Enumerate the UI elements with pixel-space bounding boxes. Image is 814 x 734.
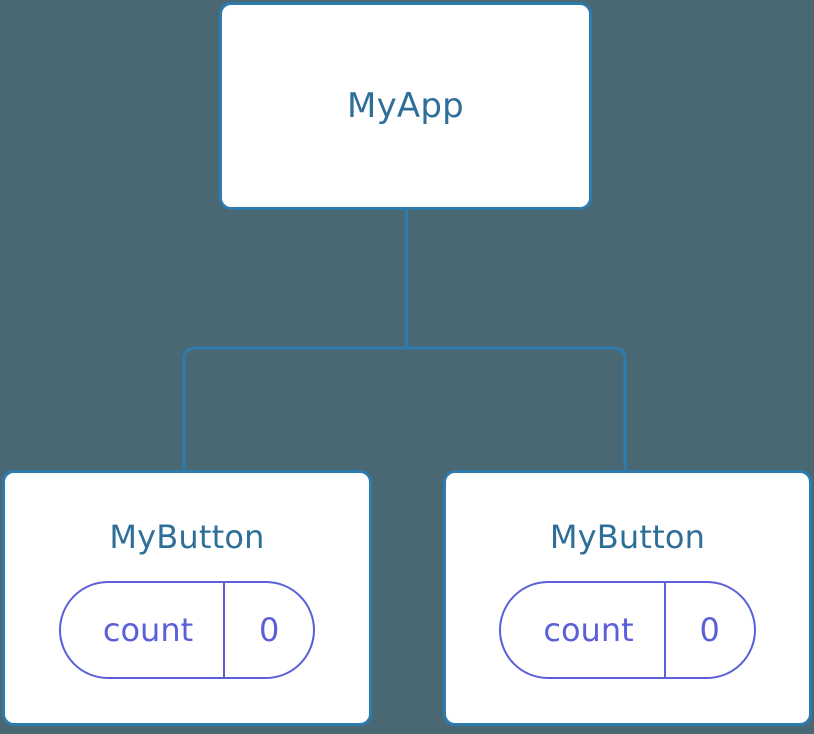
node-myapp-title: MyApp [347, 86, 464, 126]
state-pill-right-divider [663, 583, 666, 677]
node-myapp[interactable]: MyApp [219, 2, 592, 210]
state-pill-left-value: 0 [258, 611, 280, 649]
state-pill-right-key: count [543, 611, 634, 649]
node-mybutton-left[interactable]: MyButton count 0 [2, 470, 372, 726]
node-mybutton-right[interactable]: MyButton count 0 [443, 470, 812, 726]
state-pill-left-key: count [102, 611, 194, 649]
edge-root-to-child-left [182, 346, 407, 472]
state-pill-left-divider [223, 583, 226, 677]
node-mybutton-right-title: MyButton [549, 518, 706, 556]
node-mybutton-left-title: MyButton [109, 518, 265, 556]
state-pill-right[interactable]: count 0 [499, 581, 756, 679]
state-pill-left[interactable]: count 0 [58, 581, 316, 679]
edge-root-to-child-right [406, 346, 627, 472]
state-pill-right-value: 0 [699, 611, 720, 649]
